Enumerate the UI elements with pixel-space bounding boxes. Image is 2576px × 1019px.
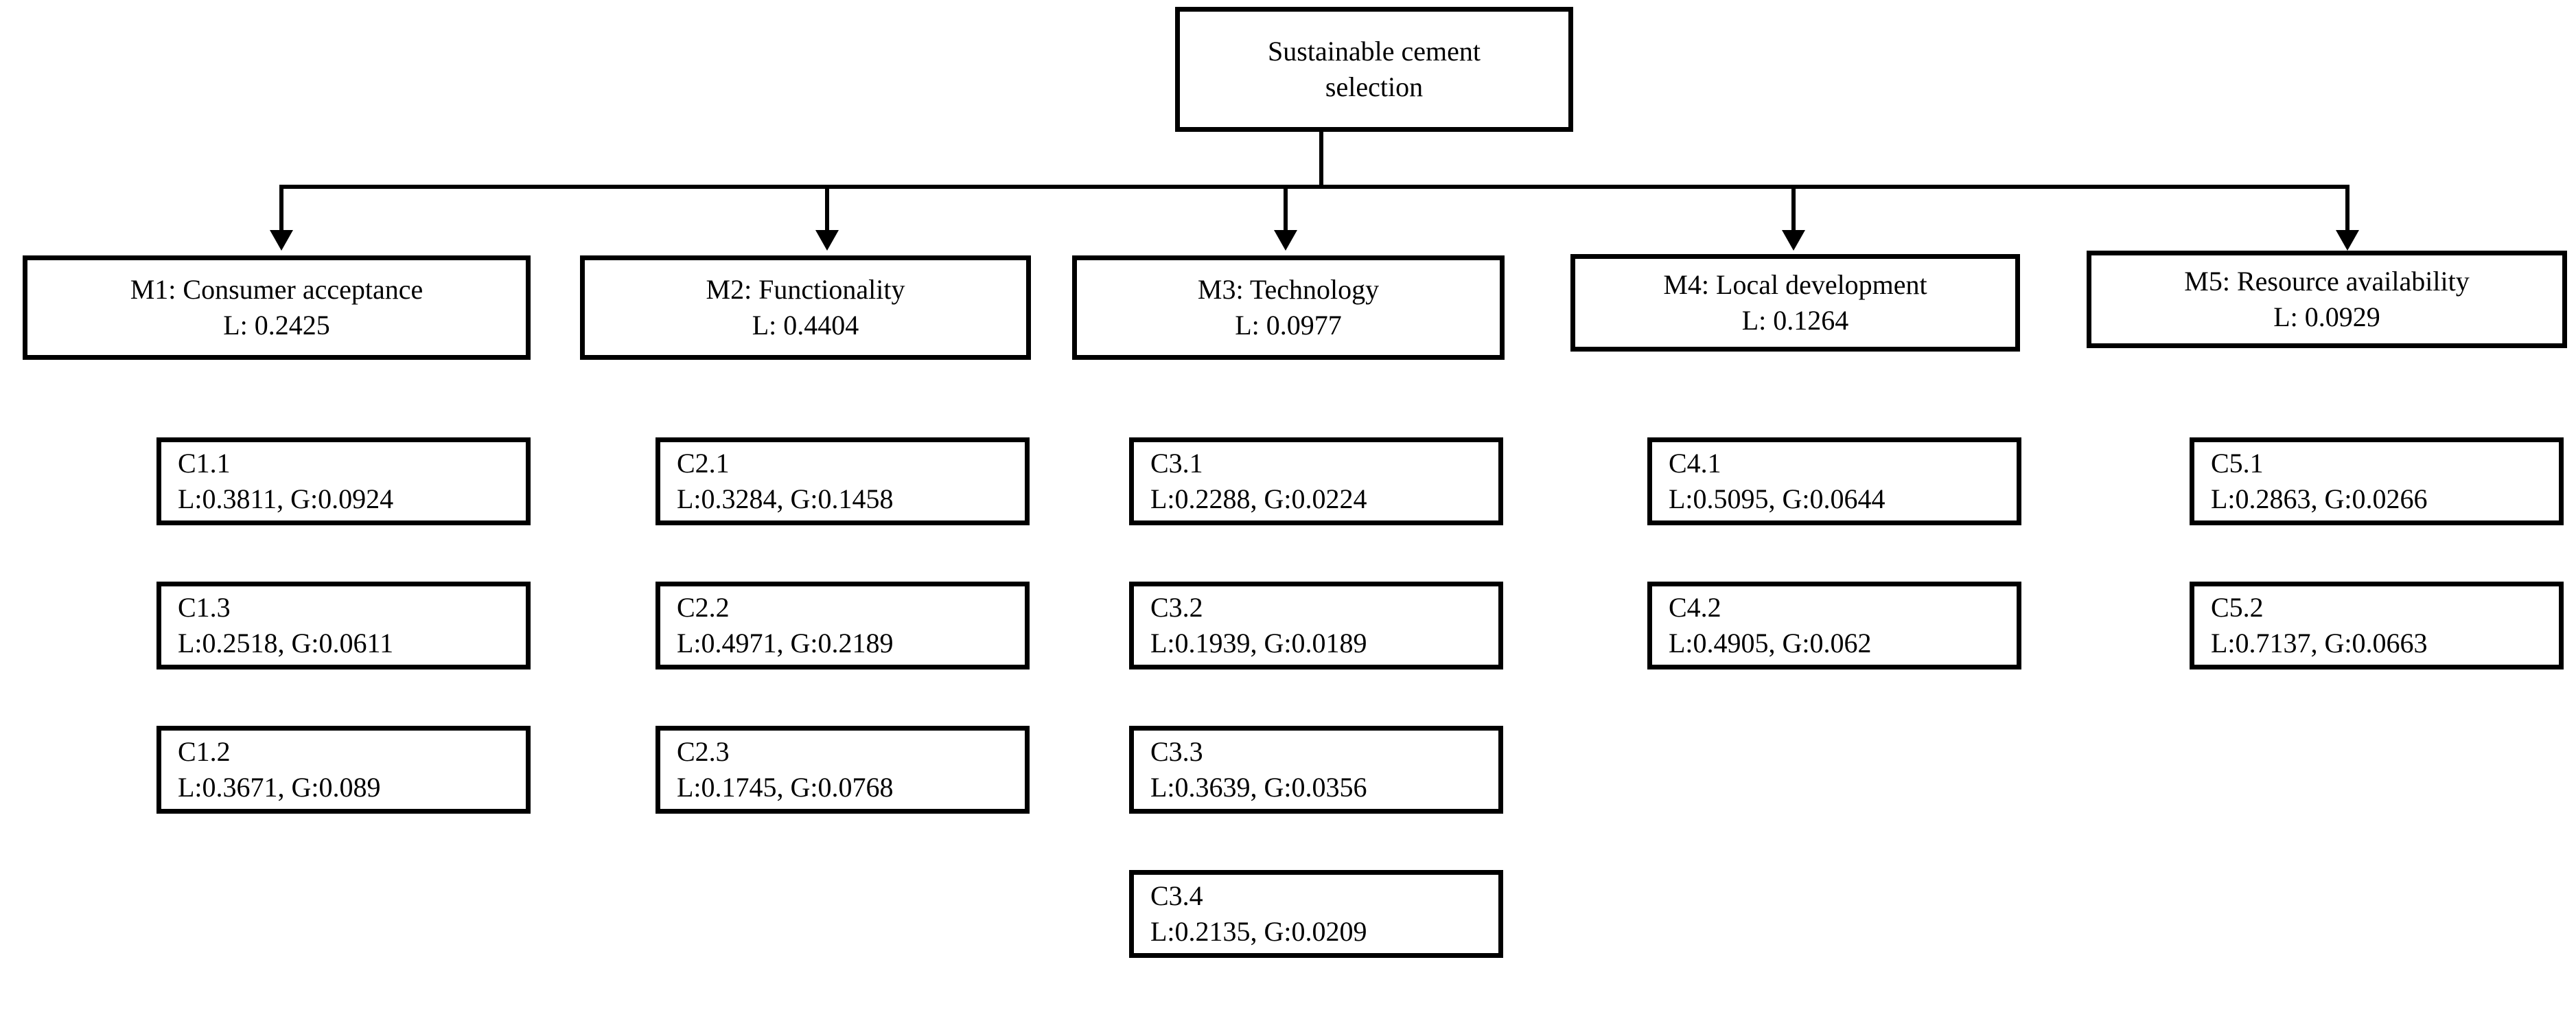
subcriteria-node-c1-2-id: C1.2	[178, 736, 231, 767]
subcriteria-node-c2-1-weights: L:0.3284, G:0.1458	[677, 483, 894, 514]
subcriteria-node-c2-2-id: C2.2	[677, 592, 730, 623]
goal-node-line-1: Sustainable cement	[1268, 36, 1481, 67]
criteria-node-m5-local-weight: L: 0.0929	[2273, 301, 2380, 332]
subcriteria-node-c2-1-id: C2.1	[677, 448, 730, 479]
subcriteria-node-c5-2: C5.2 L:0.7137, G:0.0663	[2190, 582, 2564, 669]
arrowhead-m4	[1782, 230, 1805, 251]
arrowhead-m5	[2336, 230, 2359, 251]
subcriteria-node-c5-2-weights: L:0.7137, G:0.0663	[2211, 628, 2428, 659]
subcriteria-node-c4-1-id: C4.1	[1669, 448, 1721, 479]
criteria-node-m2-label: M2: Functionality	[706, 274, 905, 305]
subcriteria-node-c1-2: C1.2 L:0.3671, G:0.089	[156, 726, 531, 814]
subcriteria-node-c3-2-weights: L:0.1939, G:0.0189	[1150, 628, 1367, 659]
subcriteria-node-c1-1-weights: L:0.3811, G:0.0924	[178, 483, 394, 514]
subcriteria-node-c3-1-id: C3.1	[1150, 448, 1203, 479]
subcriteria-node-c4-1-weights: L:0.5095, G:0.0644	[1669, 483, 1885, 514]
subcriteria-node-c2-3: C2.3 L:0.1745, G:0.0768	[655, 726, 1030, 814]
subcriteria-node-c5-1-weights: L:0.2863, G:0.0266	[2211, 483, 2428, 514]
subcriteria-node-c2-2-weights: L:0.4971, G:0.2189	[677, 628, 894, 659]
subcriteria-node-c3-4-weights: L:0.2135, G:0.0209	[1150, 916, 1367, 947]
goal-node-line-2: selection	[1325, 71, 1424, 102]
subcriteria-node-c2-1: C2.1 L:0.3284, G:0.1458	[655, 437, 1030, 525]
subcriteria-node-c3-3-id: C3.3	[1150, 736, 1203, 767]
criteria-node-m3: M3: Technology L: 0.0977	[1072, 255, 1505, 360]
subcriteria-node-c5-1-id: C5.1	[2211, 448, 2264, 479]
subcriteria-node-c1-3-weights: L:0.2518, G:0.0611	[178, 628, 394, 659]
criteria-node-m4-local-weight: L: 0.1264	[1741, 305, 1849, 336]
subcriteria-node-c5-2-id: C5.2	[2211, 592, 2264, 623]
criteria-node-m5: M5: Resource availability L: 0.0929	[2087, 251, 2567, 348]
criteria-node-m1-local-weight: L: 0.2425	[223, 310, 330, 341]
criteria-node-m2-local-weight: L: 0.4404	[752, 310, 859, 341]
subcriteria-node-c4-2-weights: L:0.4905, G:0.062	[1669, 628, 1872, 659]
subcriteria-node-c1-3-id: C1.3	[178, 592, 231, 623]
branch-connector-m2	[825, 185, 829, 234]
branch-connector-m1	[279, 185, 283, 234]
subcriteria-node-c3-2-id: C3.2	[1150, 592, 1203, 623]
criteria-node-m1-label: M1: Consumer acceptance	[130, 274, 423, 305]
subcriteria-node-c2-3-weights: L:0.1745, G:0.0768	[677, 772, 894, 803]
subcriteria-node-c3-3: C3.3 L:0.3639, G:0.0356	[1129, 726, 1503, 814]
subcriteria-node-c3-4: C3.4 L:0.2135, G:0.0209	[1129, 870, 1503, 958]
criteria-node-m5-label: M5: Resource availability	[2184, 266, 2470, 297]
branch-connector-m3	[1284, 185, 1288, 234]
subcriteria-node-c2-3-id: C2.3	[677, 736, 730, 767]
branch-connector-m5	[2345, 185, 2349, 234]
subcriteria-node-c4-2: C4.2 L:0.4905, G:0.062	[1647, 582, 2021, 669]
criteria-node-m4: M4: Local development L: 0.1264	[1570, 254, 2020, 352]
arrowhead-m1	[270, 230, 293, 251]
subcriteria-node-c1-3: C1.3 L:0.2518, G:0.0611	[156, 582, 531, 669]
subcriteria-node-c1-2-weights: L:0.3671, G:0.089	[178, 772, 381, 803]
subcriteria-node-c4-2-id: C4.2	[1669, 592, 1721, 623]
arrowhead-m2	[815, 230, 839, 251]
subcriteria-node-c1-1: C1.1 L:0.3811, G:0.0924	[156, 437, 531, 525]
branch-connector-m4	[1791, 185, 1796, 234]
criteria-bus-connector	[281, 185, 2349, 189]
subcriteria-node-c1-1-id: C1.1	[178, 448, 231, 479]
subcriteria-node-c3-4-id: C3.4	[1150, 880, 1203, 911]
arrowhead-m3	[1274, 230, 1297, 251]
subcriteria-node-c4-1: C4.1 L:0.5095, G:0.0644	[1647, 437, 2021, 525]
subcriteria-node-c3-3-weights: L:0.3639, G:0.0356	[1150, 772, 1367, 803]
goal-node: Sustainable cement selection	[1175, 7, 1573, 132]
criteria-node-m2: M2: Functionality L: 0.4404	[580, 255, 1031, 360]
criteria-node-m3-label: M3: Technology	[1197, 274, 1380, 305]
subcriteria-node-c3-1-weights: L:0.2288, G:0.0224	[1150, 483, 1367, 514]
criteria-node-m1: M1: Consumer acceptance L: 0.2425	[23, 255, 531, 360]
subcriteria-node-c2-2: C2.2 L:0.4971, G:0.2189	[655, 582, 1030, 669]
goal-stem-connector	[1319, 132, 1323, 188]
subcriteria-node-c3-1: C3.1 L:0.2288, G:0.0224	[1129, 437, 1503, 525]
criteria-node-m3-local-weight: L: 0.0977	[1235, 310, 1342, 341]
criteria-node-m4-label: M4: Local development	[1663, 269, 1927, 300]
subcriteria-node-c5-1: C5.1 L:0.2863, G:0.0266	[2190, 437, 2564, 525]
subcriteria-node-c3-2: C3.2 L:0.1939, G:0.0189	[1129, 582, 1503, 669]
